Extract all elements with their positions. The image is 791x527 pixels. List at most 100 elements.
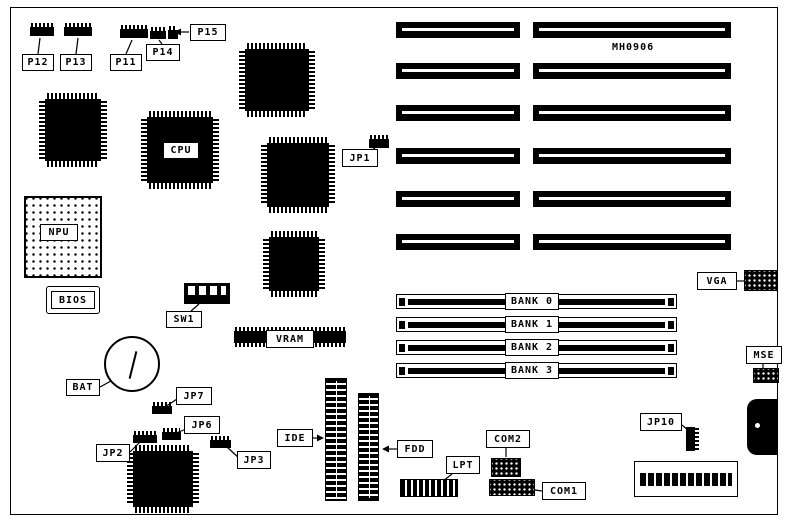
connector-pins (134, 431, 156, 435)
chip-pins (329, 145, 335, 205)
slot-end-tab (668, 321, 674, 329)
connector-pins (211, 436, 230, 440)
npu-label: NPU (40, 224, 78, 241)
isa-slot-segment (533, 148, 731, 164)
isa-slot-segment (396, 234, 520, 250)
lpt-label: LPT (446, 456, 480, 474)
slot-end-tab (668, 298, 674, 306)
p15-label: P15 (190, 24, 226, 41)
chip-pins (319, 239, 325, 289)
cpu-chip (140, 110, 220, 190)
chip-pins (213, 119, 219, 181)
chip-pins (135, 507, 191, 513)
chip-pins (271, 231, 317, 237)
chip-pins (149, 111, 211, 117)
chip-pins (127, 453, 133, 505)
p15-connector (168, 26, 178, 39)
com1-label: COM1 (542, 482, 586, 500)
chip-pins (271, 291, 317, 297)
p13-label: P13 (60, 54, 92, 71)
chip-pins (135, 445, 191, 451)
keyboard-din-connector (747, 399, 778, 455)
power-connector (634, 461, 738, 497)
board-outline (10, 7, 778, 515)
p12-label: P12 (22, 54, 54, 71)
chip-pins (269, 137, 327, 143)
ic-chip-u3 (260, 136, 336, 214)
jp7-connector (152, 402, 172, 414)
com1-connector (489, 479, 535, 496)
jp6-label: JP6 (184, 416, 220, 434)
isa-slot-segment (533, 234, 731, 250)
isa-slot-segment (396, 191, 520, 207)
isa-slot-segment (533, 191, 731, 207)
chip-pins (269, 207, 327, 213)
chip-body (133, 451, 193, 507)
p12-connector (30, 23, 54, 36)
slot-end-tab (668, 344, 674, 352)
connector-pins (121, 25, 147, 29)
chip-body (45, 99, 101, 161)
slot-end-tab (399, 344, 405, 352)
power-pins (640, 473, 732, 486)
jp2-label: JP2 (96, 444, 130, 462)
ic-chip-u4 (262, 230, 326, 298)
isa-slot-segment (533, 63, 731, 79)
chip-pins (47, 93, 99, 99)
chip-body (245, 49, 309, 111)
chip-pins (141, 119, 147, 181)
model-code: MH0906 (612, 42, 655, 53)
chip-pins (39, 101, 45, 159)
ic-chip-u2 (238, 42, 316, 118)
mse-connector (753, 368, 779, 383)
battery-terminal (128, 351, 138, 379)
slot-end-tab (399, 321, 405, 329)
com2-label: COM2 (486, 430, 530, 448)
jp1-label: JP1 (342, 149, 378, 167)
chip-pins (149, 183, 211, 189)
slot-end-tab (399, 367, 405, 375)
isa-slot-segment (396, 148, 520, 164)
p14-label: P14 (146, 44, 180, 61)
ic-chip-u1 (38, 92, 108, 168)
slot-end-tab (399, 298, 405, 306)
chip-pins (247, 43, 307, 49)
isa-slot-segment (396, 105, 520, 121)
connector-pins (695, 428, 699, 450)
lpt-connector (400, 479, 458, 497)
vram-label: VRAM (266, 330, 314, 348)
fdd-connector (358, 393, 379, 501)
connector-pins (151, 27, 165, 31)
bank2-label: BANK 2 (505, 339, 559, 356)
chip-pins (101, 101, 107, 159)
jp1-connector (369, 135, 389, 148)
fdd-label: FDD (397, 440, 433, 458)
connector-pins (31, 23, 53, 27)
chip-pins (263, 239, 269, 289)
com2-connector (491, 458, 521, 477)
bank1-label: BANK 1 (505, 316, 559, 333)
chip-pins (47, 161, 99, 167)
ide-connector (325, 378, 347, 501)
jp7-label: JP7 (176, 387, 212, 405)
slot-end-tab (668, 367, 674, 375)
chip-pins (247, 111, 307, 117)
connector-pins (370, 135, 388, 139)
p13-connector (64, 23, 92, 36)
cpu-label: CPU (163, 142, 199, 159)
bat-label: BAT (66, 379, 100, 396)
mse-label: MSE (746, 346, 782, 364)
isa-slot-segment (533, 22, 731, 38)
chip-pins (261, 145, 267, 205)
sw1-dip-switch (184, 283, 230, 304)
chip-body (269, 237, 319, 291)
connector-pins (163, 428, 180, 432)
jp10-connector (686, 427, 699, 451)
isa-slot-segment (396, 63, 520, 79)
p11-label: P11 (110, 54, 142, 71)
bank3-label: BANK 3 (505, 362, 559, 379)
isa-slot-segment (533, 105, 731, 121)
bios-label: BIOS (51, 291, 95, 309)
isa-slot-segment (396, 22, 520, 38)
